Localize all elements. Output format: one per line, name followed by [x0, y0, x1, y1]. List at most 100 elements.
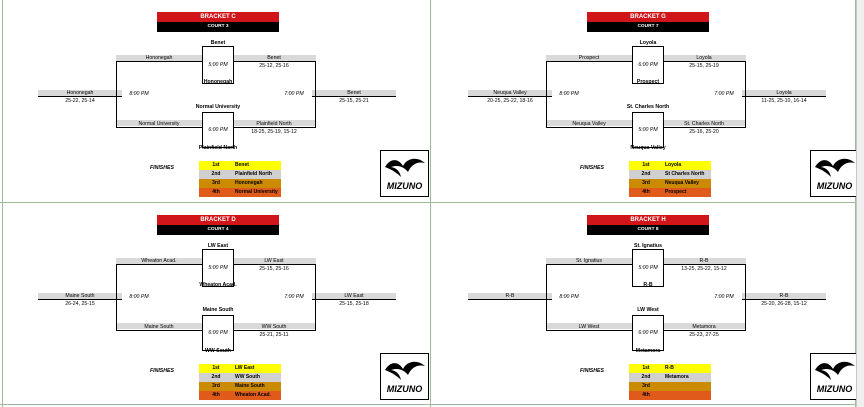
vertical-scrollbar[interactable]	[856, 0, 864, 407]
bracket-line	[116, 61, 202, 62]
bracket-line	[116, 61, 117, 128]
finishes-label: FINISHES	[150, 165, 174, 171]
slot-band	[468, 90, 552, 96]
grid-line	[0, 404, 864, 405]
left-score: 20-25, 25-22, 18-16	[487, 98, 533, 104]
bottom-right-score: 25-23, 27-25	[689, 332, 719, 338]
top-match-time: 5:00 PM	[208, 62, 228, 68]
finish-row: 3rd Hononegah	[199, 179, 281, 188]
bracket-line	[662, 61, 746, 62]
finish-team: LW East	[235, 365, 255, 371]
finish-team: Loyola	[665, 162, 682, 168]
bottom-match-loser: Neuqua Valley	[630, 145, 666, 151]
bottom-match-winner: Normal University	[195, 104, 241, 110]
finish-place: 3rd	[642, 180, 650, 186]
right-time: 7:00 PM	[714, 294, 734, 300]
right-team: LW East	[344, 293, 364, 299]
match-box	[202, 315, 234, 351]
right-team: Benet	[347, 90, 361, 96]
right-team: R-B	[779, 293, 789, 299]
finish-place: 1st	[642, 365, 650, 371]
bracket-line	[116, 264, 202, 265]
court-label: COURT 4	[157, 225, 279, 235]
runbird-icon: MIZUNO	[385, 158, 425, 191]
logo-wordmark: MIZUNO	[387, 384, 423, 394]
bracket-line	[116, 330, 202, 331]
top-left-team: Wheaton Acad.	[141, 258, 177, 264]
top-match-winner: St. Ignatius	[634, 243, 662, 249]
top-match-loser: Hononegah	[203, 79, 233, 85]
bottom-right-score: 25-21, 25-11	[259, 332, 289, 338]
finish-place: 3rd	[642, 383, 650, 389]
top-right-team: Loyola	[696, 55, 712, 61]
finish-team: Metamora	[665, 374, 689, 380]
slot-band	[38, 293, 122, 299]
bottom-left-team: Maine South	[144, 324, 174, 330]
bracket-line	[315, 61, 316, 128]
bracket-line	[662, 330, 746, 331]
match-box	[632, 249, 664, 287]
bracket-line	[312, 299, 396, 300]
mizuno-logo: MIZUNO	[810, 353, 859, 400]
match-box	[202, 112, 234, 148]
bracket-line	[742, 96, 826, 97]
top-match-time: 6:00 PM	[638, 62, 658, 68]
slot-band	[116, 120, 202, 126]
finish-place: 3rd	[212, 180, 220, 186]
left-time: 8:00 PM	[559, 294, 579, 300]
right-time: 7:00 PM	[714, 91, 734, 97]
finish-row: 3rd	[629, 382, 711, 391]
bottom-match-loser: Metamora	[635, 348, 661, 354]
top-match-time: 5:00 PM	[638, 265, 658, 271]
slot-band	[116, 258, 202, 264]
bottom-match-winner: LW West	[637, 307, 659, 313]
left-time: 8:00 PM	[129, 91, 149, 97]
slot-band	[662, 120, 746, 126]
bracket-line	[546, 264, 632, 265]
right-score: 25-15, 25-18	[339, 301, 369, 307]
runbird-icon: MIZUNO	[385, 361, 425, 394]
bracket-line	[745, 264, 746, 331]
slot-band	[468, 293, 552, 299]
top-match-loser: Prospect	[636, 79, 660, 85]
slot-band	[232, 258, 316, 264]
bottom-match-winner: St. Charles North	[626, 104, 670, 110]
bracket-line	[116, 127, 202, 128]
slot-band	[662, 258, 746, 264]
top-match-winner: LW East	[207, 243, 229, 249]
bracket-line	[546, 127, 632, 128]
bracket-line	[468, 96, 552, 97]
logo-wordmark: MIZUNO	[817, 384, 853, 394]
bottom-right-team: Metamora	[692, 324, 716, 330]
finish-place: 4th	[212, 392, 220, 398]
finish-place: 2nd	[641, 171, 651, 177]
runbird-icon: MIZUNO	[815, 158, 855, 191]
left-score: 25-22, 25-14	[65, 98, 95, 104]
top-match-time: 5:00 PM	[208, 265, 228, 271]
finish-team: Maine South	[235, 383, 265, 389]
finish-team: Hononegah	[235, 180, 263, 186]
bracket-line	[232, 127, 316, 128]
top-left-team: St. Ignatius	[576, 258, 602, 264]
bottom-match-time: 6:00 PM	[638, 330, 658, 336]
slot-band	[232, 323, 316, 329]
grid-line	[0, 202, 864, 203]
bottom-right-team: Plainfield North	[256, 121, 292, 127]
bottom-match-time: 6:00 PM	[208, 330, 228, 336]
slot-band	[742, 293, 826, 299]
bracket-title: BRACKET C	[157, 12, 279, 22]
right-score: 11-25, 25-10, 16-14	[761, 98, 807, 104]
finishes-label: FINISHES	[580, 165, 604, 171]
top-match-loser: Wheaton Acad.	[199, 282, 237, 288]
top-right-score: 25-15, 25-16	[259, 266, 289, 272]
